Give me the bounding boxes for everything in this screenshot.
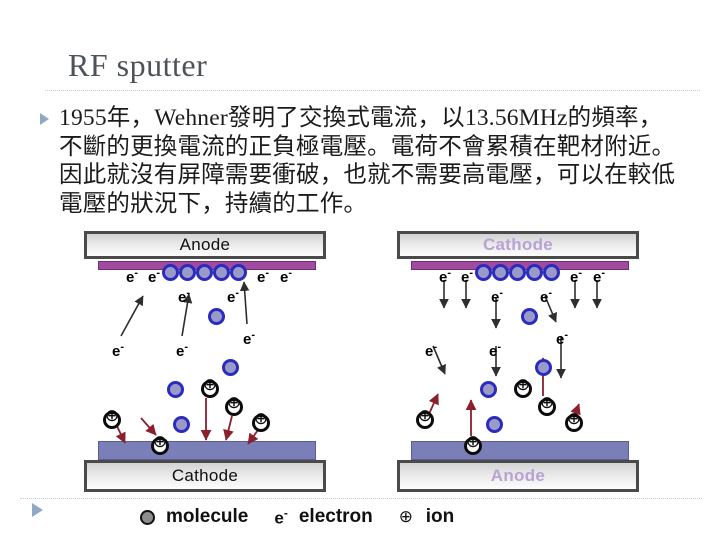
molecule-icon — [213, 264, 230, 281]
electron-label: e- — [148, 267, 161, 286]
diagram-panel-right: Cathode Anode e-e-e-e-e-e-e-e-e- — [393, 228, 655, 498]
electron-label: e- — [425, 341, 438, 360]
electron-label: e- — [227, 287, 240, 306]
right-blue-target-bar — [411, 441, 629, 460]
diagram-panel-left: Anode Cathode e-e-e-e-e-e-e-e-e- — [80, 228, 342, 498]
molecule-icon — [173, 416, 190, 433]
electron-label: e- — [178, 287, 191, 306]
electron-label: e- — [439, 267, 452, 286]
ion-icon — [565, 413, 583, 432]
electron-label: e- — [112, 341, 125, 360]
electron-label: e- — [280, 267, 293, 286]
ion-icon — [464, 436, 482, 455]
electron-label: e- — [243, 329, 256, 348]
body-content: 1955年，Wehner發明了交換式電流，以13.56MHz的頻率，不斷的更換電… — [40, 104, 700, 218]
legend-label-electron: electron — [298, 506, 373, 528]
molecule-icon — [535, 359, 552, 376]
electron-label: e- — [556, 329, 569, 348]
molecule-icon — [480, 381, 497, 398]
electron-arrow — [120, 295, 144, 337]
molecule-icon — [475, 264, 492, 281]
bullet-row: 1955年，Wehner發明了交換式電流，以13.56MHz的頻率，不斷的更換電… — [40, 104, 700, 218]
left-top-electrode: Anode — [84, 231, 326, 259]
electron-label: e- — [176, 341, 189, 360]
triangle-bullet-icon — [40, 113, 49, 125]
molecule-icon — [486, 416, 503, 433]
ion-icon — [252, 413, 270, 432]
ion-icon — [201, 379, 219, 398]
legend-label-ion: ion — [425, 506, 455, 528]
ion-icon — [151, 436, 169, 455]
left-blue-target-bar — [98, 441, 316, 460]
electron-label: e- — [257, 267, 270, 286]
ion-icon — [416, 410, 434, 429]
ion-icon — [514, 379, 532, 398]
molecule-icon — [492, 264, 509, 281]
electron-label: e- — [491, 287, 504, 306]
title-divider — [45, 90, 700, 91]
body-paragraph: 1955年，Wehner發明了交換式電流，以13.56MHz的頻率，不斷的更換電… — [59, 105, 676, 217]
ion-icon — [538, 397, 556, 416]
molecule-icon — [208, 308, 225, 325]
right-bottom-electrode: Anode — [397, 460, 639, 492]
legend-item-ion: ⊕ ion — [399, 506, 455, 528]
electron-label: e- — [593, 267, 606, 286]
molecule-icon — [222, 359, 239, 376]
molecule-icon — [230, 264, 247, 281]
rf-sputter-diagram: Anode Cathode e-e-e-e-e-e-e-e-e- Cathode… — [0, 228, 720, 498]
ion-icon — [225, 397, 243, 416]
molecule-icon — [526, 264, 543, 281]
left-bottom-electrode: Cathode — [84, 460, 326, 492]
electron-label: e- — [461, 267, 474, 286]
electron-icon: e- — [274, 506, 288, 528]
molecule-icon — [162, 264, 179, 281]
electron-label: e- — [126, 267, 139, 286]
footer-triangle-bullet-icon — [32, 503, 43, 517]
legend-item-electron: e- electron — [274, 506, 372, 529]
molecule-icon — [509, 264, 526, 281]
footer-divider — [20, 498, 702, 499]
legend-item-molecule: molecule — [140, 506, 248, 528]
legend-label-molecule: molecule — [166, 506, 249, 528]
ion-icon — [103, 410, 121, 429]
legend: molecule e- electron ⊕ ion — [140, 506, 454, 529]
ion-arrow — [223, 415, 234, 441]
ion-icon: ⊕ — [398, 507, 414, 528]
page-title: RF sputter — [68, 47, 208, 83]
electron-label: e- — [570, 267, 583, 286]
molecule-icon — [179, 264, 196, 281]
right-top-electrode: Cathode — [397, 231, 639, 259]
molecule-icon — [521, 308, 538, 325]
electron-label: e- — [540, 287, 553, 306]
molecule-icon — [167, 381, 184, 398]
molecule-icon — [196, 264, 213, 281]
electron-arrow — [239, 281, 250, 325]
electron-label: e- — [489, 341, 502, 360]
molecule-icon — [543, 264, 560, 281]
molecule-icon — [140, 509, 155, 525]
